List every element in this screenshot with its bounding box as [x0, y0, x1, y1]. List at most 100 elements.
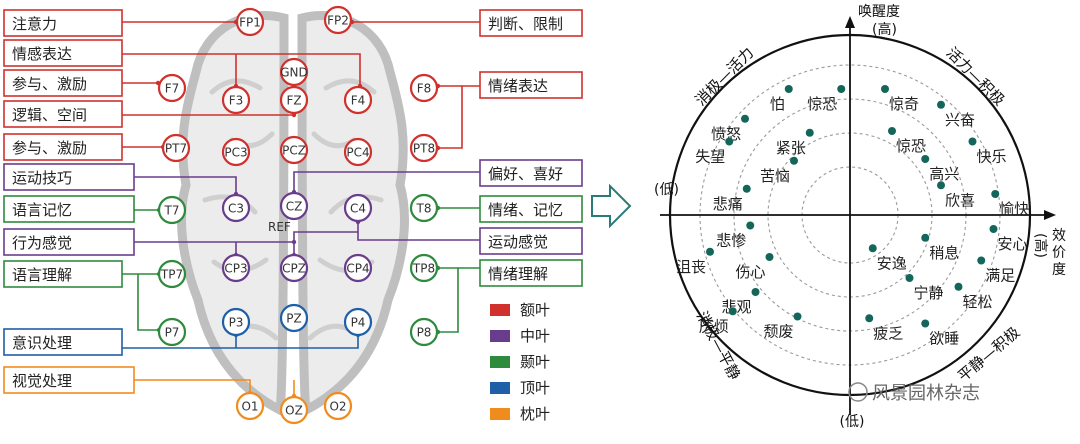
- electrode-pz: PZ: [279, 303, 309, 333]
- emotion-label: 惊恐: [807, 95, 837, 113]
- electrode-label: P8: [417, 326, 432, 340]
- arousal-arrow-icon: [845, 16, 855, 28]
- wechat-icon: [848, 382, 868, 402]
- electrode-label: C4: [350, 202, 366, 216]
- electrode-label: OZ: [285, 404, 303, 418]
- emotion-point: 怕: [770, 85, 793, 113]
- emotion-dot: [937, 100, 945, 109]
- brain-outline: [177, 10, 409, 417]
- label-box: [3, 366, 135, 394]
- electrode-label: O1: [241, 400, 258, 414]
- connector-line: [134, 176, 237, 194]
- function-label-left: 意识处理: [3, 328, 123, 356]
- legend-label: 中叶: [520, 327, 550, 345]
- electrode-circle: [221, 85, 251, 115]
- emotion-label: 满足: [985, 267, 1015, 285]
- label-box: [3, 69, 123, 97]
- emotion-point: 兴奋: [937, 100, 975, 129]
- emotion-dot: [991, 190, 1000, 198]
- emotion-point: 愉快: [991, 190, 1029, 218]
- label-text: 视觉处理: [12, 372, 72, 390]
- legend-item-temporal: 颞叶: [490, 353, 550, 371]
- electrode-oz: OZ: [279, 395, 309, 425]
- electrode-label: PC4: [346, 146, 369, 160]
- emotion-label: 愉快: [999, 200, 1029, 218]
- emotion-dot: [765, 253, 774, 261]
- label-box: [479, 195, 583, 223]
- emotion-label: 欣喜: [945, 191, 975, 209]
- electrode-o1: O1: [235, 391, 265, 421]
- electrode-circle: [221, 307, 251, 337]
- electrode-p3: P3: [221, 307, 251, 337]
- emotion-point: 惊恐: [888, 127, 926, 155]
- electrode-label: F8: [417, 82, 432, 96]
- electrode-t8: T8: [409, 193, 439, 223]
- valence-low-label: (低): [654, 182, 679, 198]
- label-box: [479, 159, 583, 187]
- electrode-tp7: TP7: [157, 259, 187, 289]
- valence-axis-title-1: 效: [1052, 228, 1066, 244]
- electrode-circle: [409, 317, 439, 347]
- emotion-label: 悲痛: [713, 195, 743, 213]
- electrode-label: PC3: [224, 146, 247, 160]
- emotion-label: 疲乏: [873, 324, 903, 342]
- emotion-point: 苦恼: [760, 156, 798, 185]
- label-box: [3, 9, 123, 37]
- electrode-label: P7: [165, 326, 180, 340]
- electrode-circle: [343, 137, 373, 167]
- electrode-circle: [221, 253, 251, 283]
- electrode-p8: P8: [409, 317, 439, 347]
- emotion-dot: [921, 319, 930, 328]
- emotion-dot: [881, 85, 889, 93]
- label-text: 判断、限制: [488, 15, 563, 33]
- emotion-dot: [977, 256, 986, 265]
- electrode-circle: [343, 193, 373, 223]
- emotion-dot: [888, 127, 896, 135]
- emotion-dot: [937, 181, 945, 190]
- electrode-circle: [409, 73, 439, 103]
- legend-label: 颞叶: [520, 353, 550, 371]
- electrode-label: F4: [351, 94, 366, 108]
- emotion-point: 悲观: [721, 288, 760, 316]
- emotion-label: 高兴: [929, 165, 959, 183]
- legend-swatch: [490, 330, 510, 342]
- quadrant-top-right: 活力—积极: [943, 44, 1009, 110]
- electrode-label: T7: [164, 204, 180, 218]
- emotion-label: 安心: [998, 235, 1028, 253]
- label-text: 行为感觉: [12, 234, 72, 252]
- function-label-right: 情绪表达: [479, 71, 583, 99]
- arousal-low-label: (低): [840, 414, 865, 430]
- emotion-label: 伤心: [735, 263, 765, 281]
- label-box: [479, 9, 583, 37]
- electrode-circle: [279, 191, 309, 221]
- electrode-pc3: PC3: [221, 137, 251, 167]
- emotion-point: 伤心: [735, 253, 774, 281]
- legend-label: 枕叶: [520, 405, 550, 423]
- electrode-label: CP4: [346, 262, 369, 276]
- emotion-point: 欲睡: [921, 319, 959, 348]
- emotion-label: 苦恼: [760, 167, 790, 185]
- function-label-left: 视觉处理: [3, 366, 135, 394]
- emotion-dot: [865, 314, 874, 323]
- function-label-right: 情绪、记忆: [479, 195, 583, 223]
- emotion-point: 悲惨: [716, 221, 755, 250]
- label-text: 情绪表达: [488, 77, 548, 95]
- electrode-circle: [221, 193, 251, 223]
- legend-item-frontal: 额叶: [490, 301, 550, 319]
- connector-line: [357, 222, 480, 241]
- electrode-circle: [409, 133, 439, 163]
- legend-item-parietal: 顶叶: [490, 379, 550, 397]
- emotion-dot: [706, 247, 714, 256]
- electrode-cp3: CP3: [221, 253, 251, 283]
- label-text: 逻辑、空间: [12, 106, 87, 124]
- emotion-label: 悲观: [721, 298, 751, 316]
- electrode-f8: F8: [409, 73, 439, 103]
- valence-high-label: (高): [1032, 233, 1049, 258]
- electrode-circle: [279, 57, 309, 87]
- emotion-dot: [921, 155, 930, 163]
- electrode-p4: P4: [343, 307, 373, 337]
- electrode-circle: [235, 7, 265, 37]
- electrode-fp2: FP2: [323, 5, 353, 35]
